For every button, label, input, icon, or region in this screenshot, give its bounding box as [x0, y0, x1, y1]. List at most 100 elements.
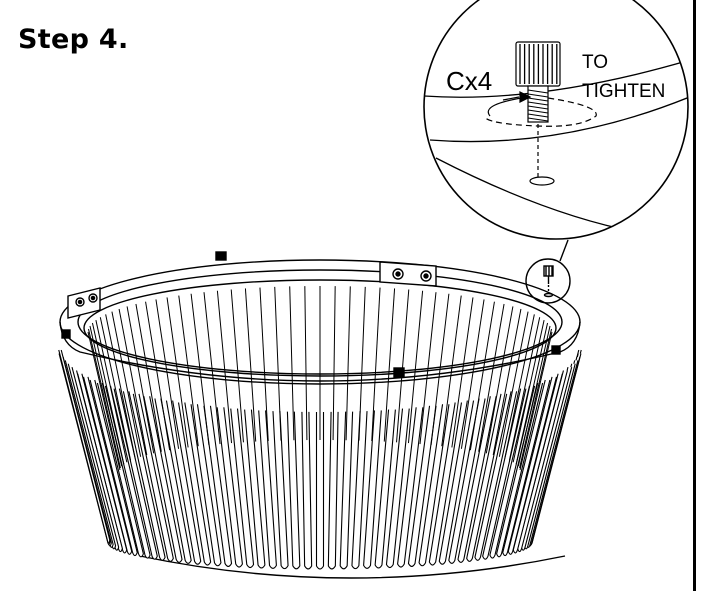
outer-slat [77, 373, 128, 554]
thread-line [527, 113, 549, 118]
inner-slat [451, 297, 474, 448]
inner-slat [498, 311, 529, 457]
inner-slat [166, 297, 189, 448]
inner-slat [345, 286, 351, 441]
outer-slat [122, 391, 166, 561]
rim-bracket-right [379, 261, 437, 287]
inner-slats [87, 286, 553, 471]
inner-slat [407, 290, 424, 444]
rim-knob-back [215, 251, 227, 261]
outer-slat [165, 400, 202, 565]
inner-slat [304, 286, 308, 441]
inner-slat [230, 289, 244, 443]
inner-slat [145, 301, 171, 451]
thread-line [527, 89, 549, 94]
quantity-label: Cx4 [446, 66, 492, 96]
inner-slat [89, 325, 123, 467]
outer-slat [203, 405, 233, 567]
outer-slat [385, 408, 410, 569]
thread-line [527, 97, 549, 102]
outer-slat [96, 382, 144, 558]
outer-slat [351, 411, 368, 570]
thread-line [527, 117, 549, 122]
outer-slat [104, 385, 151, 559]
outer-slat [448, 398, 486, 564]
inner-slat [135, 303, 162, 452]
outer-slat [397, 407, 424, 568]
basket-base-edge [139, 555, 566, 579]
inner-slat [396, 289, 410, 443]
inner-slat [118, 308, 148, 456]
inner-slat [371, 287, 381, 442]
detail-leader-line [559, 239, 569, 262]
outer-slat [507, 376, 557, 555]
thread-line [527, 101, 549, 106]
outer-slat [327, 411, 339, 570]
inner-slat [126, 306, 155, 454]
rim-knob-front [393, 367, 405, 378]
inner-slat [91, 322, 125, 465]
outer-slat [143, 396, 183, 563]
outer-slat [339, 411, 354, 570]
thread-line [527, 105, 549, 110]
basket-assembly [58, 239, 582, 579]
inner-slat [358, 286, 366, 441]
page-border-right [693, 0, 696, 591]
rim-knob-right [551, 345, 561, 355]
outer-slat [438, 400, 475, 565]
outer-slat [374, 409, 396, 569]
outer-slat [489, 385, 536, 559]
outer-slat [301, 411, 313, 570]
outer-slat [428, 402, 463, 566]
instruction-line2: TIGHTEN [582, 81, 665, 102]
inner-slat [441, 295, 462, 447]
rim-bracket-left [67, 287, 101, 319]
outer-slat [457, 396, 497, 563]
inner-slat [517, 325, 551, 467]
outer-slat [315, 412, 325, 570]
outer-slat [177, 402, 212, 566]
zoom-callout: Cx4 TO TIGHTEN [423, 0, 689, 240]
outer-slat [272, 411, 289, 570]
rim-inner-edge [77, 269, 563, 375]
outer-slat [83, 376, 133, 555]
outer-slat [474, 391, 518, 561]
rim-front-face [59, 321, 581, 382]
inner-slat [111, 311, 142, 457]
inner-slat [460, 299, 485, 449]
outer-slat [244, 409, 266, 569]
thumb-screw-icon [515, 41, 561, 186]
outer-slat [89, 379, 138, 557]
inner-slat [478, 303, 505, 452]
inner-slat [504, 314, 535, 459]
inner-slat [492, 308, 522, 456]
inner-slat [508, 317, 541, 461]
inner-slat [289, 286, 295, 441]
rim-knob-left [61, 329, 71, 339]
inner-slat [99, 317, 132, 461]
thread-line [527, 109, 549, 114]
inner-slat [105, 314, 136, 459]
inner-slat [216, 290, 233, 444]
zoom-rim-edge-mid [429, 95, 688, 143]
detail-focus-circle [525, 258, 571, 304]
rim-screw-detail [543, 265, 554, 298]
outer-slat [230, 408, 255, 569]
inner-slat [383, 288, 396, 442]
instruction-line1: TO [582, 52, 608, 73]
step-title: Step 4. [18, 24, 129, 55]
inner-slat [155, 299, 180, 449]
outer-slat [154, 398, 192, 564]
outer-slat [363, 410, 382, 569]
inner-slat [485, 306, 514, 454]
inner-slat [274, 286, 282, 441]
inner-slat [469, 301, 495, 451]
inner-slat [332, 286, 336, 441]
outer-slat [407, 405, 437, 567]
outer-slat [496, 382, 544, 558]
outer-slat [286, 411, 301, 570]
inner-slat [244, 288, 257, 442]
inner-slat [259, 287, 269, 442]
